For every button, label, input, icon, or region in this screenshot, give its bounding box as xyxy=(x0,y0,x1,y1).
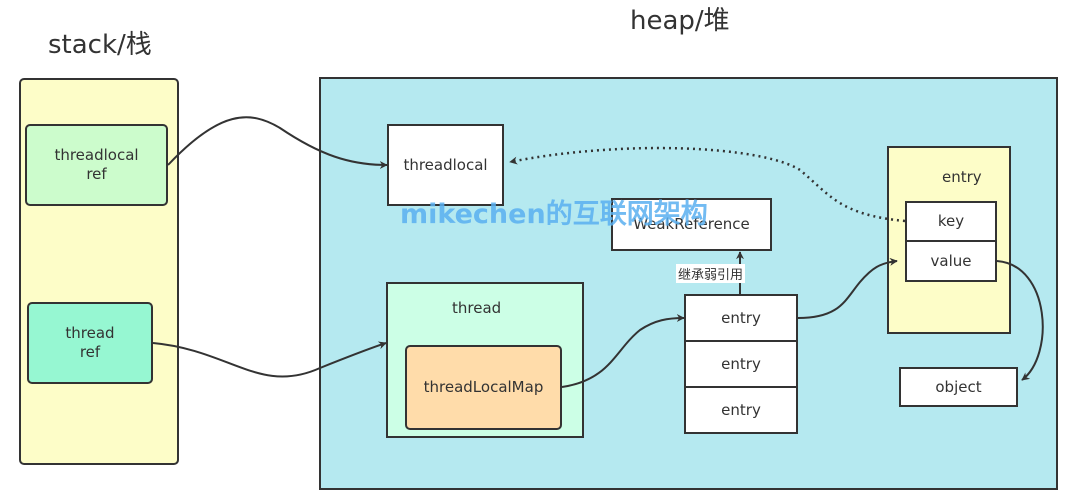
thread-ref-box: thread ref xyxy=(27,302,153,384)
thread-label: thread xyxy=(452,299,502,317)
entry-label-1: entry xyxy=(721,308,761,327)
object-box: object xyxy=(899,367,1018,407)
entry-detail-title: entry xyxy=(942,168,982,186)
key-label: key xyxy=(937,212,965,230)
heap-title: heap/堆 xyxy=(630,6,730,36)
weak-reference-label: WeakReference xyxy=(633,215,750,233)
object-label: object xyxy=(935,377,982,396)
inherit-weakref-label: 继承弱引用 xyxy=(676,264,746,283)
threadlocal-ref-box: threadlocal ref xyxy=(25,124,168,206)
threadlocal-box: threadlocal xyxy=(387,124,504,206)
stack-title: stack/栈 xyxy=(48,30,152,60)
value-label: value xyxy=(930,251,972,270)
weak-reference-box: WeakReference xyxy=(611,198,772,251)
threadlocal-label: threadlocal xyxy=(403,155,488,174)
thread-local-map-box: threadLocalMap xyxy=(405,345,562,430)
entry-box-1: entry xyxy=(684,294,798,342)
value-box: value xyxy=(905,240,997,282)
entry-box-3: entry xyxy=(684,386,798,434)
entry-label-2: entry xyxy=(721,354,761,373)
thread-local-map-label: threadLocalMap xyxy=(423,378,544,396)
key-box: key xyxy=(905,201,997,242)
entry-box-2: entry xyxy=(684,340,798,388)
entry-label-3: entry xyxy=(721,400,761,419)
thread-ref-label: thread ref xyxy=(65,324,115,361)
threadlocal-ref-label: threadlocal ref xyxy=(54,146,139,183)
